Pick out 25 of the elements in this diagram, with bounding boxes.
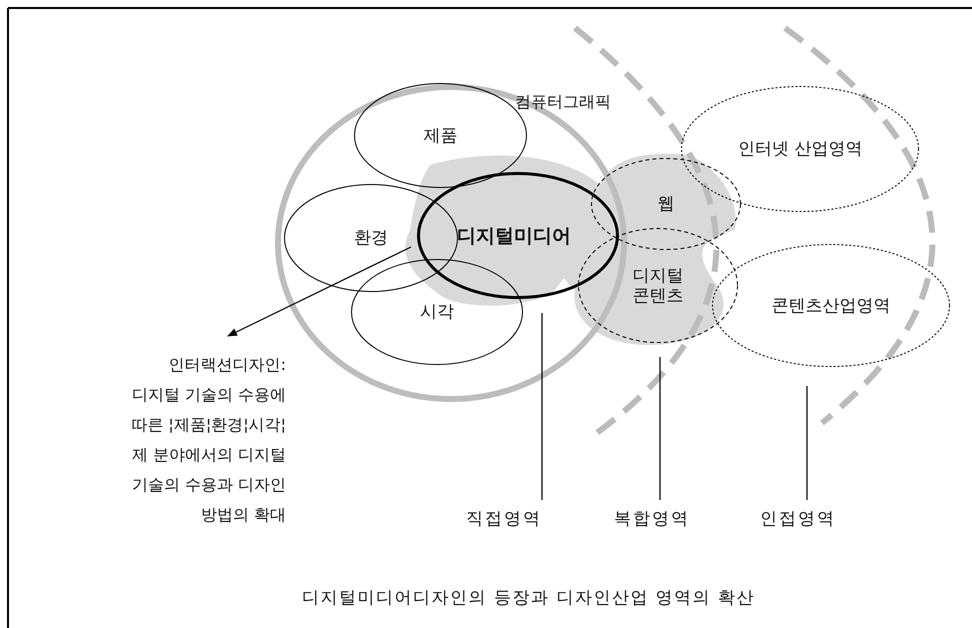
region-ellipse (284, 184, 458, 292)
region-ellipse (578, 228, 738, 343)
caption: 디지털미디어디자인의 등장과 디자인산업 영역의 확산 (302, 587, 756, 609)
region-label: 디지털 콘텐츠 (632, 266, 684, 306)
region-ellipse (351, 259, 523, 365)
region-ellipse (681, 86, 919, 212)
region-label: 시각 (420, 302, 454, 322)
leader-line (806, 386, 808, 500)
region-label: 인터넷 산업영역 (738, 139, 862, 159)
region-label: 웹 (658, 194, 674, 214)
region-label: 컴퓨터그래픽 (515, 92, 611, 112)
leader-line (659, 357, 661, 500)
zone-label: 인접영역 (760, 509, 836, 529)
region-label: 제품 (424, 126, 458, 146)
annotation-text: 인터랙션디자인: 디지털 기술의 수용에 따른 ¦제품¦환경¦시각¦ 제 분야에서의 디지털 기술의 수용과 디자인 방법의 확대 (130, 354, 286, 526)
region-label: 콘텐츠산업영역 (772, 296, 890, 316)
zone-label: 복합영역 (614, 509, 690, 529)
region-label: 환경 (354, 228, 388, 248)
arrow (227, 246, 412, 337)
region-label: 디지털미디어 (457, 226, 571, 246)
region-ellipse (417, 172, 619, 299)
leader-line (541, 313, 543, 500)
region-ellipse (712, 244, 950, 367)
zone-label: 직접영역 (466, 509, 542, 529)
region-ellipse (591, 158, 741, 250)
